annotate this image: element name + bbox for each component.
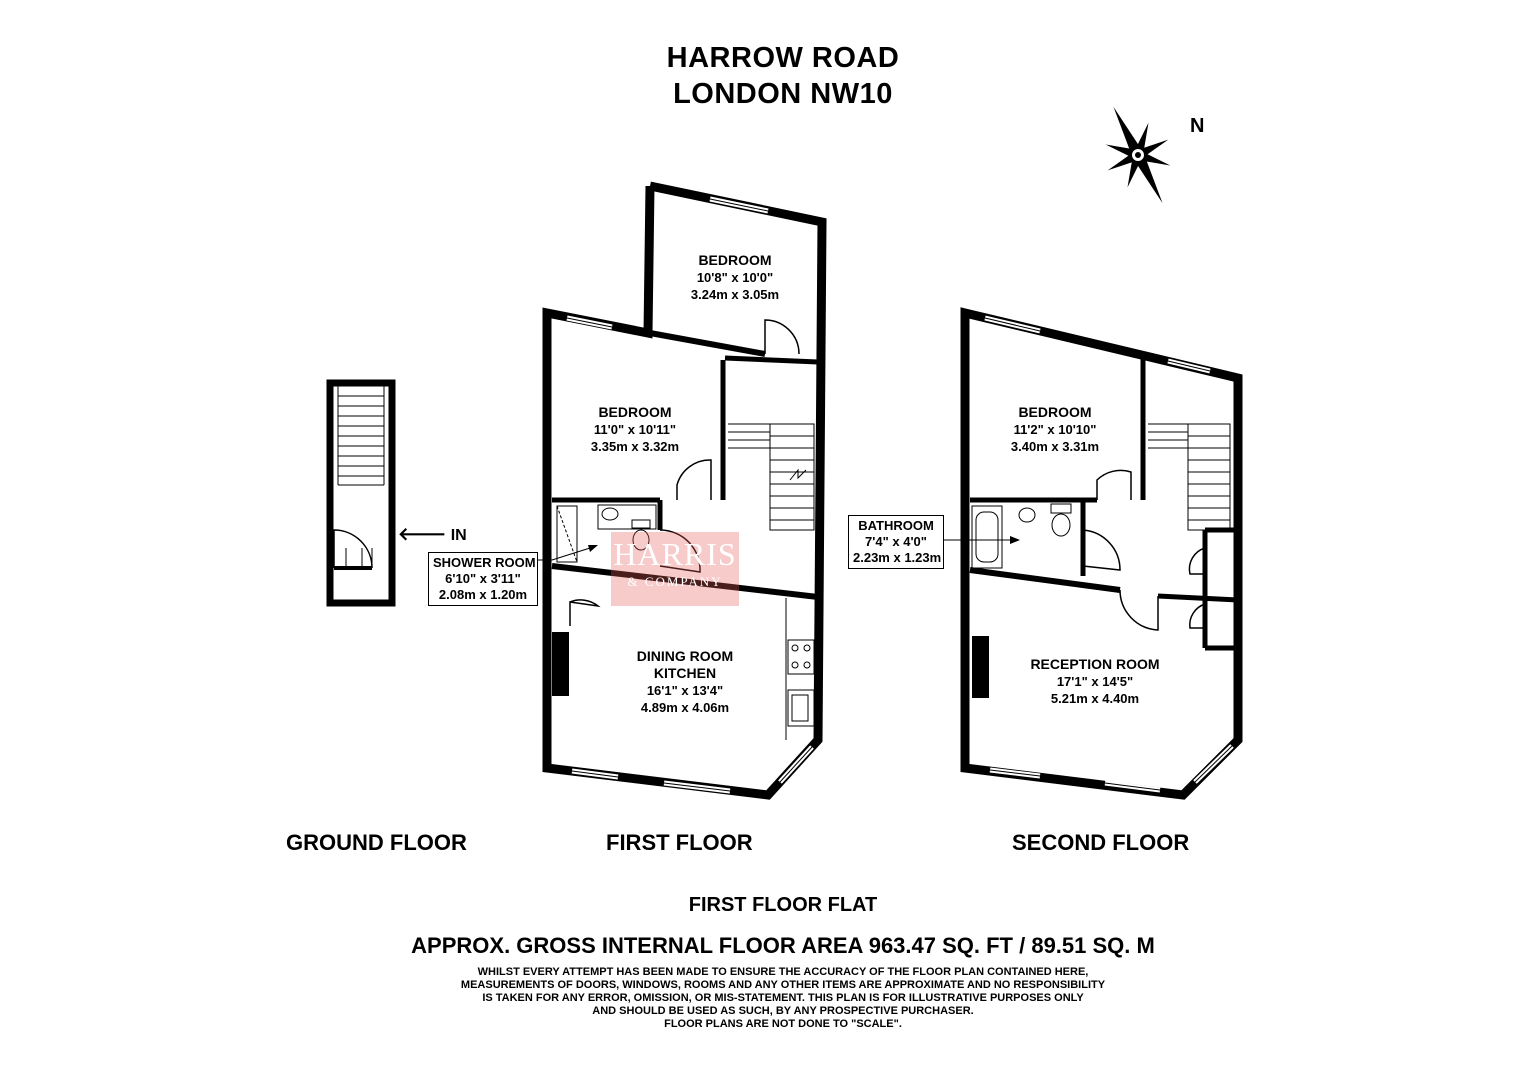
gross-floor-area: APPROX. GROSS INTERNAL FLOOR AREA 963.47… <box>411 933 1155 958</box>
disclaimer-line: WHILST EVERY ATTEMPT HAS BEEN MADE TO EN… <box>477 966 1089 978</box>
floor-label-first: FIRST FLOOR <box>606 830 753 855</box>
room-name: BEDROOM <box>598 404 672 420</box>
room-size-imperial: 6'10" x 3'11" <box>445 571 521 586</box>
room-label-dining-room-kitchen: DINING ROOM KITCHEN 16'1" x 13'4" 4.89m … <box>610 648 760 716</box>
room-size-metric: 4.89m x 4.06m <box>640 700 730 715</box>
flat-subtitle: FIRST FLOOR FLAT <box>688 894 878 916</box>
floor-label-second: SECOND FLOOR <box>1012 830 1190 855</box>
ground-floor-plan <box>326 379 396 607</box>
room-size-imperial: 17'1" x 14'5" <box>1056 674 1134 689</box>
entrance-marker: 🡐 IN <box>398 524 467 545</box>
room-name: RECEPTION ROOM <box>1030 656 1160 672</box>
room-name: BATHROOM <box>858 518 934 533</box>
page-title-line-1: HARROW ROAD <box>666 42 900 74</box>
room-label-first-floor-rear-bedroom: BEDROOM 10'8" x 10'0" 3.24m x 3.05m <box>660 252 810 303</box>
room-name-line-2: KITCHEN <box>653 665 717 681</box>
room-label-bathroom: BATHROOM 7'4" x 4'0" 2.23m x 1.23m <box>848 515 944 569</box>
room-name: BEDROOM <box>698 252 772 268</box>
room-label-reception-room: RECEPTION ROOM 17'1" x 14'5" 5.21m x 4.4… <box>1020 656 1170 707</box>
disclaimer-line: FLOOR PLANS ARE NOT DONE TO "SCALE". <box>664 1018 902 1030</box>
compass-rose-icon <box>1105 106 1171 204</box>
room-size-metric: 2.08m x 1.20m <box>438 587 528 602</box>
room-label-shower-room: SHOWER ROOM 6'10" x 3'11" 2.08m x 1.20m <box>428 552 538 606</box>
room-size-imperial: 7'4" x 4'0" <box>865 534 927 549</box>
second-floor-plan <box>943 307 1243 800</box>
watermark-line-1: HARRIS <box>613 536 737 572</box>
room-size-imperial: 10'8" x 10'0" <box>696 270 774 285</box>
floor-label-ground: GROUND FLOOR <box>286 830 467 855</box>
disclaimer: WHILST EVERY ATTEMPT HAS BEEN MADE TO EN… <box>0 966 1528 1031</box>
room-size-imperial: 11'2" x 10'10" <box>1013 422 1097 437</box>
room-size-imperial: 11'0" x 10'11" <box>593 422 677 437</box>
watermark-line-2: & COMPANY <box>627 574 723 589</box>
entrance-label: IN <box>450 527 467 544</box>
room-size-metric: 3.35m x 3.32m <box>590 439 680 454</box>
room-name-line-1: DINING ROOM <box>636 648 734 664</box>
page-title-line-2: LONDON NW10 <box>673 78 893 110</box>
harris-company-watermark-logo: HARRIS & COMPANY <box>611 532 739 606</box>
arrow-left-icon: 🡐 <box>398 524 447 544</box>
room-size-metric: 3.40m x 3.31m <box>1010 439 1100 454</box>
room-size-metric: 5.21m x 4.40m <box>1050 691 1140 706</box>
compass-north-label: N <box>1190 115 1205 137</box>
room-label-first-floor-bedroom: BEDROOM 11'0" x 10'11" 3.35m x 3.32m <box>560 404 710 455</box>
room-name: SHOWER ROOM <box>433 555 536 570</box>
room-size-metric: 2.23m x 1.23m <box>853 550 942 565</box>
room-name: BEDROOM <box>1018 404 1092 420</box>
room-size-imperial: 16'1" x 13'4" <box>646 683 724 698</box>
room-size-metric: 3.24m x 3.05m <box>690 287 780 302</box>
disclaimer-line: MEASUREMENTS OF DOORS, WINDOWS, ROOMS AN… <box>460 979 1106 991</box>
disclaimer-line: IS TAKEN FOR ANY ERROR, OMISSION, OR MIS… <box>482 992 1084 1004</box>
disclaimer-line: AND SHOULD BE USED AS SUCH, BY ANY PROSP… <box>592 1005 974 1017</box>
first-floor-plan <box>542 181 827 800</box>
room-label-second-floor-bedroom: BEDROOM 11'2" x 10'10" 3.40m x 3.31m <box>980 404 1130 455</box>
